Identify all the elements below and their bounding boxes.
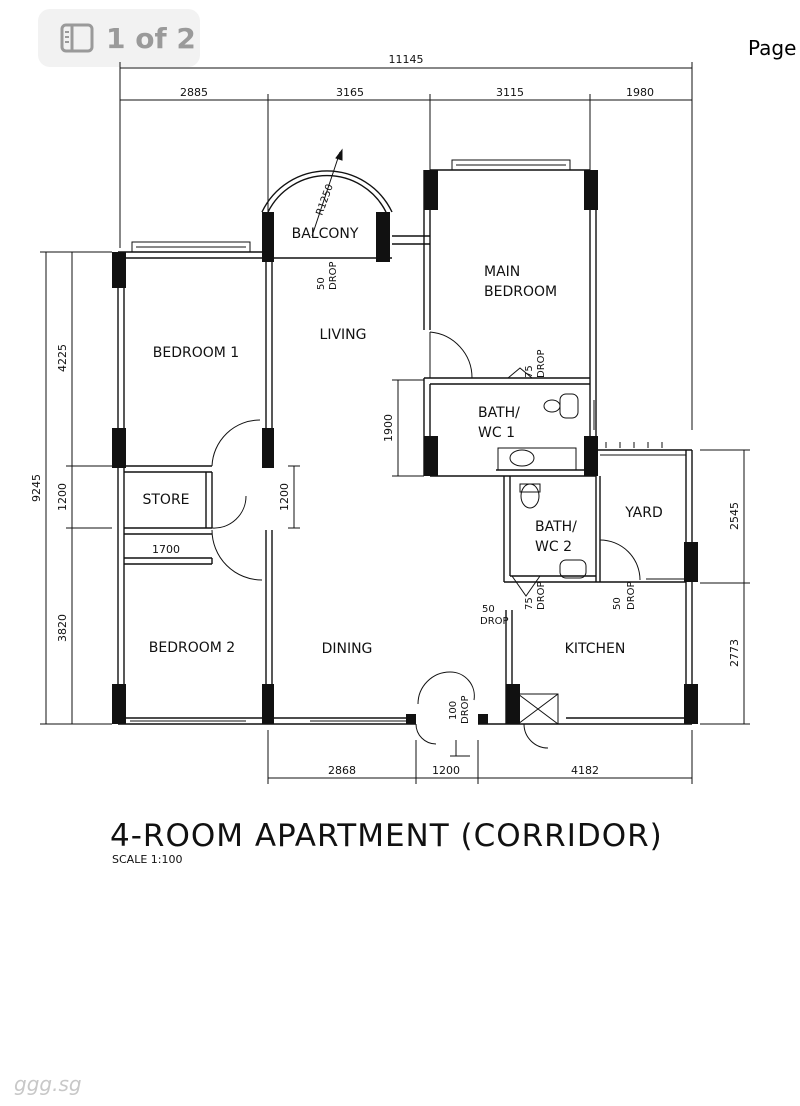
dim-right-upper: 2545 <box>728 502 741 530</box>
drop-bath1-num: 75 <box>524 365 535 378</box>
room-balcony: BALCONY <box>292 226 359 242</box>
drop-entry-num: 100 <box>448 701 459 720</box>
room-bath1-line2: WC 1 <box>478 425 515 441</box>
room-main-bedroom-line2: BEDROOM <box>484 284 557 300</box>
room-main-bedroom-line1: MAIN <box>484 264 520 280</box>
room-bath2-line2: WC 2 <box>535 539 572 555</box>
dim-seg4: 1980 <box>626 86 654 99</box>
drop-balcony-txt: DROP <box>328 261 339 290</box>
drop-yard-txt: DROP <box>626 581 637 610</box>
dim-radius: R1250 <box>314 183 335 217</box>
dim-1900: 1900 <box>382 414 395 442</box>
page-label: Page <box>748 36 797 60</box>
drop-bath2-txt: DROP <box>536 581 547 610</box>
room-dining: DINING <box>322 641 373 657</box>
drop-kitchen-num: 50 <box>482 604 495 615</box>
dim-overall-width: 11145 <box>389 53 424 66</box>
dim-1700: 1700 <box>152 543 180 556</box>
room-living: LIVING <box>320 327 367 343</box>
watermark: ggg.sg <box>14 1072 82 1096</box>
plan-scale: SCALE 1:100 <box>112 853 182 866</box>
dim-left-upper: 4225 <box>56 344 69 372</box>
dim-right-lower: 2773 <box>728 639 741 667</box>
drop-balcony-num: 50 <box>316 277 327 290</box>
page-counter-chip[interactable]: 1 of 2 <box>38 9 200 67</box>
drop-entry-txt: DROP <box>460 695 471 724</box>
drop-yard-num: 50 <box>612 597 623 610</box>
plan-title: 4-ROOM APARTMENT (CORRIDOR) <box>110 818 663 854</box>
room-yard: YARD <box>624 505 663 521</box>
room-bath2-line1: BATH/ <box>535 519 577 535</box>
dim-left-total: 9245 <box>30 474 43 502</box>
room-store: STORE <box>142 492 189 508</box>
drop-bath2-num: 75 <box>524 597 535 610</box>
room-bedroom-1: BEDROOM 1 <box>153 345 239 361</box>
dim-1200-inner: 1200 <box>278 483 291 511</box>
room-kitchen: KITCHEN <box>565 641 626 657</box>
dim-seg3: 3115 <box>496 86 524 99</box>
dim-bottom2: 1200 <box>432 764 460 777</box>
dim-left-mid: 1200 <box>56 483 69 511</box>
room-bath1-line1: BATH/ <box>478 405 520 421</box>
drop-kitchen-txt: DROP <box>480 616 509 627</box>
dim-bottom1: 2868 <box>328 764 356 777</box>
dim-seg2: 3165 <box>336 86 364 99</box>
dim-seg1: 2885 <box>180 86 208 99</box>
dim-left-lower: 3820 <box>56 614 69 642</box>
page-counter-text: 1 of 2 <box>106 21 196 55</box>
room-bedroom-2: BEDROOM 2 <box>149 640 235 656</box>
sidebar-icon <box>60 23 94 53</box>
drop-bath1-txt: DROP <box>536 349 547 378</box>
dim-bottom3: 4182 <box>571 764 599 777</box>
